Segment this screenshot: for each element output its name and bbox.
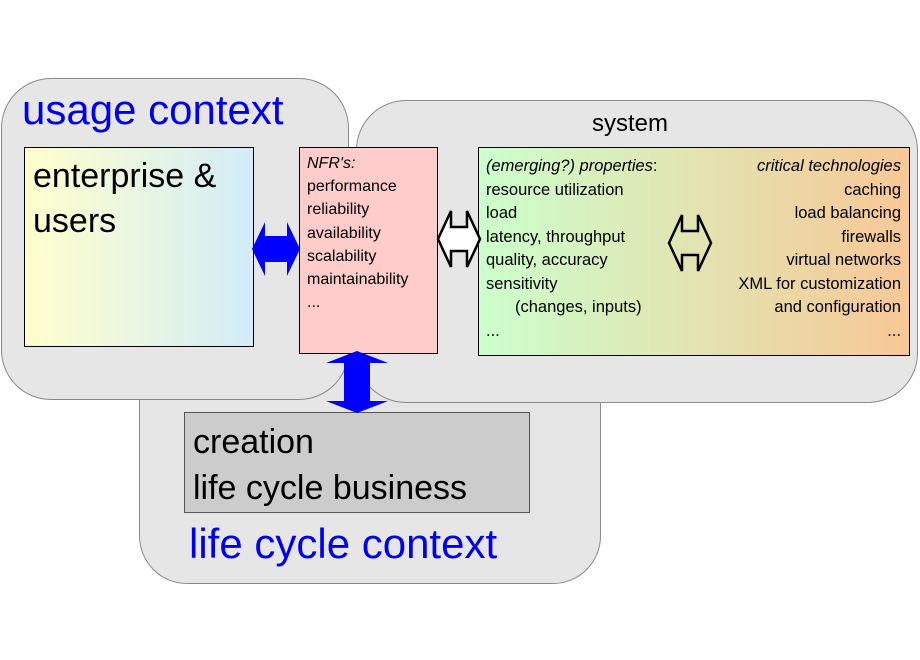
technology-item: and configuration [774,298,901,316]
technology-item: XML for customization [738,274,901,293]
nfr-item: performance [307,178,397,196]
nfr-item: availability [307,224,381,242]
double-hollow-arrow-icon [436,210,482,268]
nfr-item: scalability [307,247,377,265]
creation-lifecycle-box: creation life cycle business [184,412,530,513]
nfr-box: NFR's: performance reliability availabil… [299,147,438,354]
creation-line-2: life cycle business [193,469,468,507]
properties-heading: (emerging?) properties: [486,155,658,179]
technology-item: caching [844,180,901,199]
property-item: resource utilization [486,180,624,199]
properties-technologies-box: (emerging?) properties: resource utiliza… [478,147,910,356]
creation-line-1: creation [193,423,314,461]
property-item: quality, accuracy [486,251,608,269]
usage-context-title: usage context [22,86,284,133]
property-item: load [486,204,518,222]
critical-technologies-list: critical technologies caching load balan… [738,155,901,343]
enterprise-line-2: users [33,202,117,240]
double-hollow-arrow-icon [667,214,713,272]
property-item-indented: (changes, inputs) [515,298,642,316]
property-item: latency, throughput [486,227,626,246]
technology-item: ... [887,321,901,340]
property-item: sensitivity [486,274,558,293]
enterprise-line-1: enterprise & [33,157,217,195]
properties-heading-colon: : [652,157,658,175]
technology-item: firewalls [841,227,901,246]
property-ellipsis: ... [486,321,500,340]
properties-heading-text: (emerging?) properties [486,157,653,175]
life-cycle-context-title: life cycle context [189,520,498,567]
technologies-heading: critical technologies [757,157,901,175]
nfr-item: maintainability [307,271,409,289]
nfr-item: ... [307,294,321,312]
emerging-properties-list: (emerging?) properties: resource utiliza… [486,155,658,343]
double-arrow-vertical-icon [326,351,388,413]
nfr-heading: NFR's: [307,155,356,172]
nfr-item: reliability [307,201,370,219]
double-arrow-horizontal-icon [252,222,300,276]
system-title: system [592,110,669,137]
enterprise-users-box: enterprise & users [24,147,254,347]
technology-item: virtual networks [786,251,901,269]
technology-item: load balancing [794,204,901,222]
